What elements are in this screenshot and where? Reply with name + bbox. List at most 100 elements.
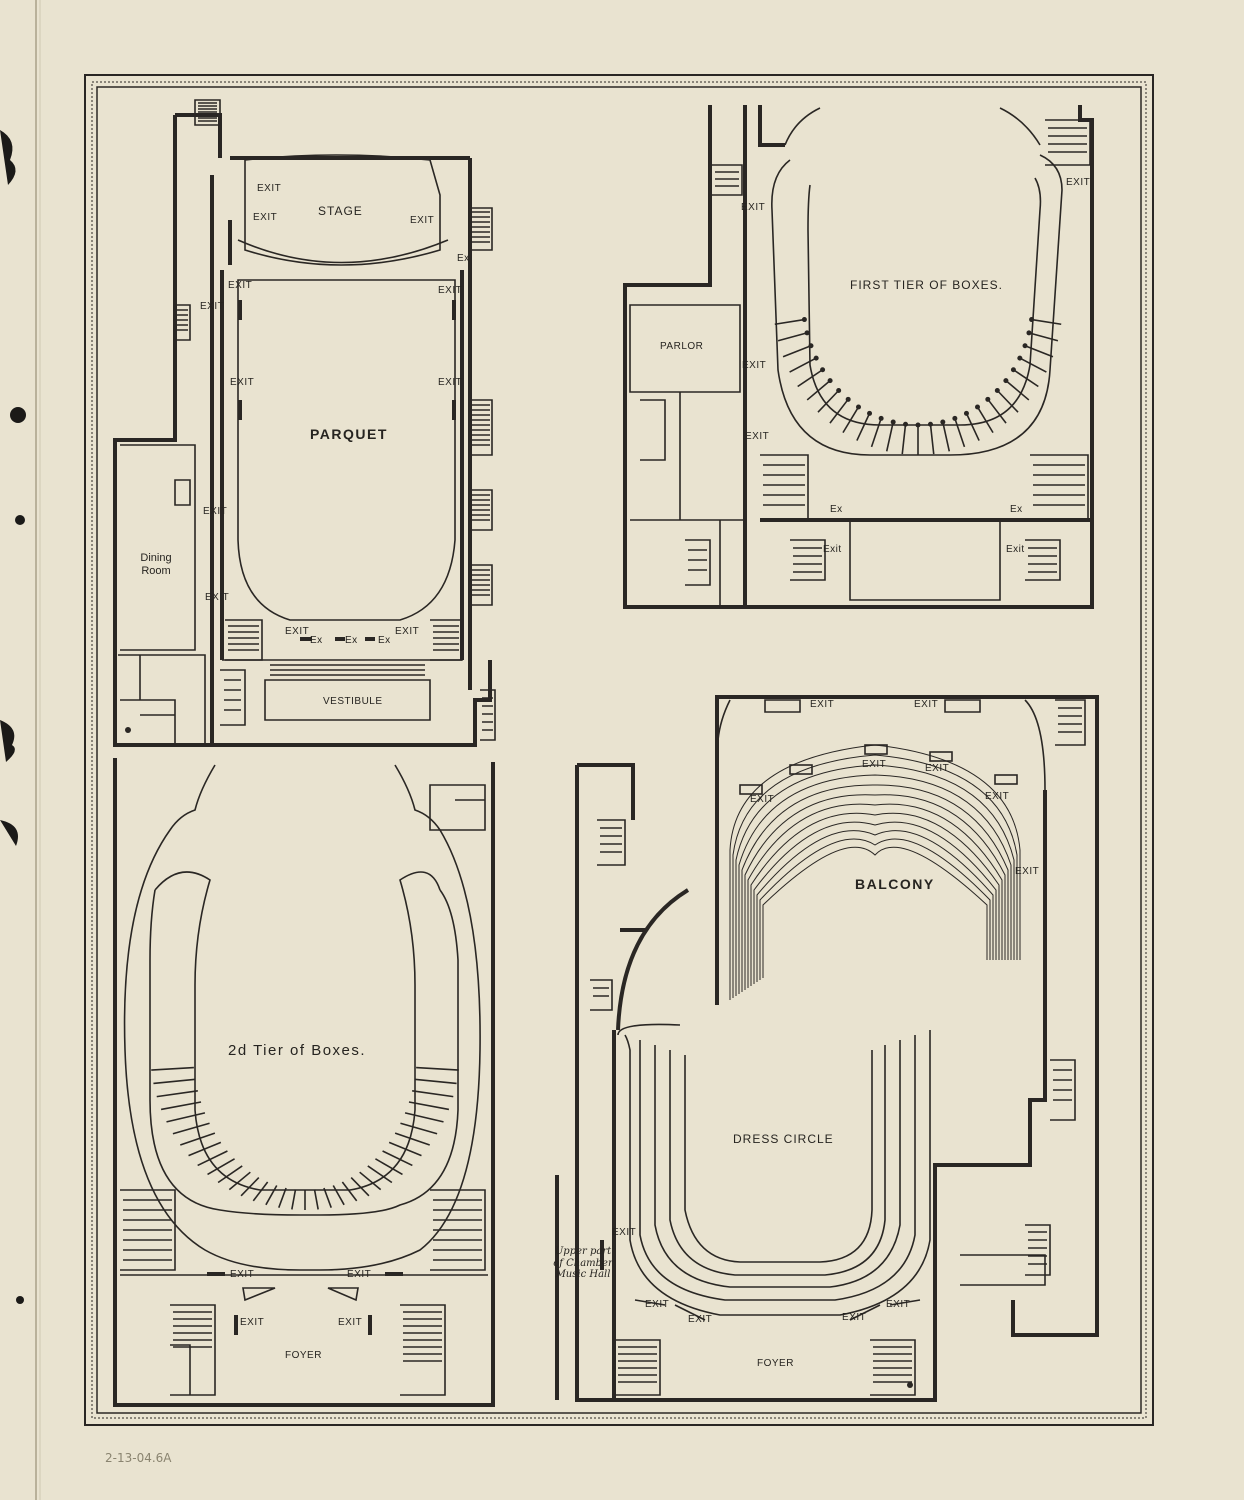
partition-line: [408, 1101, 450, 1111]
exit-label: EXIT: [253, 212, 278, 223]
box-door-mark: [940, 419, 946, 425]
partition-line: [1012, 369, 1039, 388]
exit-label: EXIT: [438, 285, 463, 296]
exit-label: EXIT: [228, 280, 253, 291]
exit-label: EXIT: [925, 763, 950, 774]
stage-label: Stage: [318, 204, 363, 218]
balcony-seat-row: [732, 754, 1018, 998]
balcony-seat-row: [747, 803, 1003, 988]
partition-line: [313, 1189, 319, 1210]
box-door-mark: [915, 422, 921, 428]
exit-label: EXIT: [257, 183, 282, 194]
exit-label: EXIT: [395, 626, 420, 637]
exit-label: Exit: [823, 544, 842, 555]
balcony-title: Balcony: [855, 876, 935, 892]
exit-label: EXIT: [347, 1269, 372, 1280]
exit-label: EXIT: [230, 1269, 255, 1280]
partition-line: [350, 1176, 370, 1197]
box-door-mark: [985, 396, 991, 402]
partition-line: [151, 1066, 194, 1071]
parquet-title: Parquet: [310, 426, 388, 442]
balcony-seat-row: [756, 830, 994, 982]
box-door-mark: [1029, 317, 1035, 323]
partition-line: [172, 1122, 210, 1135]
partition-line: [217, 1165, 243, 1184]
exit-label: EXIT: [205, 592, 230, 603]
partition-line: [341, 1181, 358, 1202]
partition-line: [197, 1150, 228, 1167]
partition-line: [180, 1132, 216, 1146]
exit-label: EXIT: [985, 791, 1010, 802]
partition-line: [797, 369, 824, 388]
box-door-mark: [808, 343, 814, 349]
partition-line: [1019, 357, 1047, 373]
ex-label: Ex: [830, 504, 843, 515]
balcony-exit-box: [739, 784, 763, 795]
exit-label: EXIT: [200, 301, 225, 312]
partition-line: [965, 413, 980, 441]
partition-line: [188, 1141, 222, 1157]
partition-line: [382, 1150, 413, 1167]
partition-line: [400, 1122, 438, 1135]
balcony-seat-row: [729, 744, 1021, 1000]
box-door-mark: [1003, 378, 1009, 384]
box-door-mark: [878, 415, 884, 421]
exit-label: EXIT: [338, 1317, 363, 1328]
exit-label: Exit: [1006, 544, 1025, 555]
partition-line: [166, 1112, 206, 1123]
second-tier-title: 2d Tier of Boxes.: [228, 1042, 367, 1059]
parquet-plan: [113, 99, 496, 747]
partition-line: [1005, 379, 1030, 401]
balcony-dress-circle-plan: [555, 695, 1099, 1402]
partition-line: [323, 1187, 332, 1208]
exit-label: EXIT: [842, 1312, 867, 1323]
parlor-label: Parlor: [660, 341, 704, 352]
partition-line: [367, 1165, 393, 1184]
partition-line: [228, 1171, 251, 1191]
second-tier-box-partitions: [151, 1066, 459, 1210]
box-door-mark: [1022, 343, 1028, 349]
balcony-seat-row: [759, 838, 991, 980]
partition-line: [806, 379, 831, 401]
partition-line: [404, 1112, 444, 1123]
partition-line: [332, 1185, 345, 1206]
exit-label: EXIT: [1066, 177, 1091, 188]
partition-line: [1031, 318, 1062, 326]
partition-line: [160, 1101, 202, 1111]
exit-label: EXIT: [410, 215, 435, 226]
partition-line: [153, 1078, 196, 1085]
vestibule-label: Vestibule: [323, 696, 383, 707]
box-door-mark: [890, 419, 896, 425]
exit-label: EXIT: [741, 202, 766, 213]
partition-line: [817, 389, 840, 413]
partition-line: [856, 413, 871, 441]
ex-label: Ex: [378, 635, 391, 646]
box-door-mark: [994, 387, 1000, 393]
box-door-mark: [867, 410, 873, 416]
box-door-mark: [952, 415, 958, 421]
partition-line: [1028, 332, 1059, 342]
balcony-exit-box: [864, 744, 888, 755]
foyer-label: Foyer: [285, 1350, 322, 1361]
exit-label: EXIT: [914, 699, 939, 710]
partition-line: [929, 424, 935, 455]
partition-line: [252, 1181, 269, 1202]
ex-label: Ex: [310, 635, 323, 646]
first-tier-title: First Tier of Boxes.: [850, 278, 1003, 292]
box-door-mark: [801, 317, 807, 323]
page-border: [84, 74, 1154, 1426]
balcony-seat-row: [735, 764, 1015, 996]
exit-label: EXIT: [862, 759, 887, 770]
partition-line: [265, 1185, 278, 1206]
partition-line: [412, 1090, 454, 1098]
box-door-mark: [1026, 330, 1032, 336]
partition-line: [789, 357, 817, 373]
box-door-mark: [963, 410, 969, 416]
first-tier-plan: [623, 105, 1094, 609]
partition-line: [954, 418, 966, 448]
partition-line: [777, 332, 808, 342]
partition-line: [870, 418, 882, 448]
box-door-mark: [1017, 355, 1023, 361]
binding-edge: [0, 0, 41, 1500]
